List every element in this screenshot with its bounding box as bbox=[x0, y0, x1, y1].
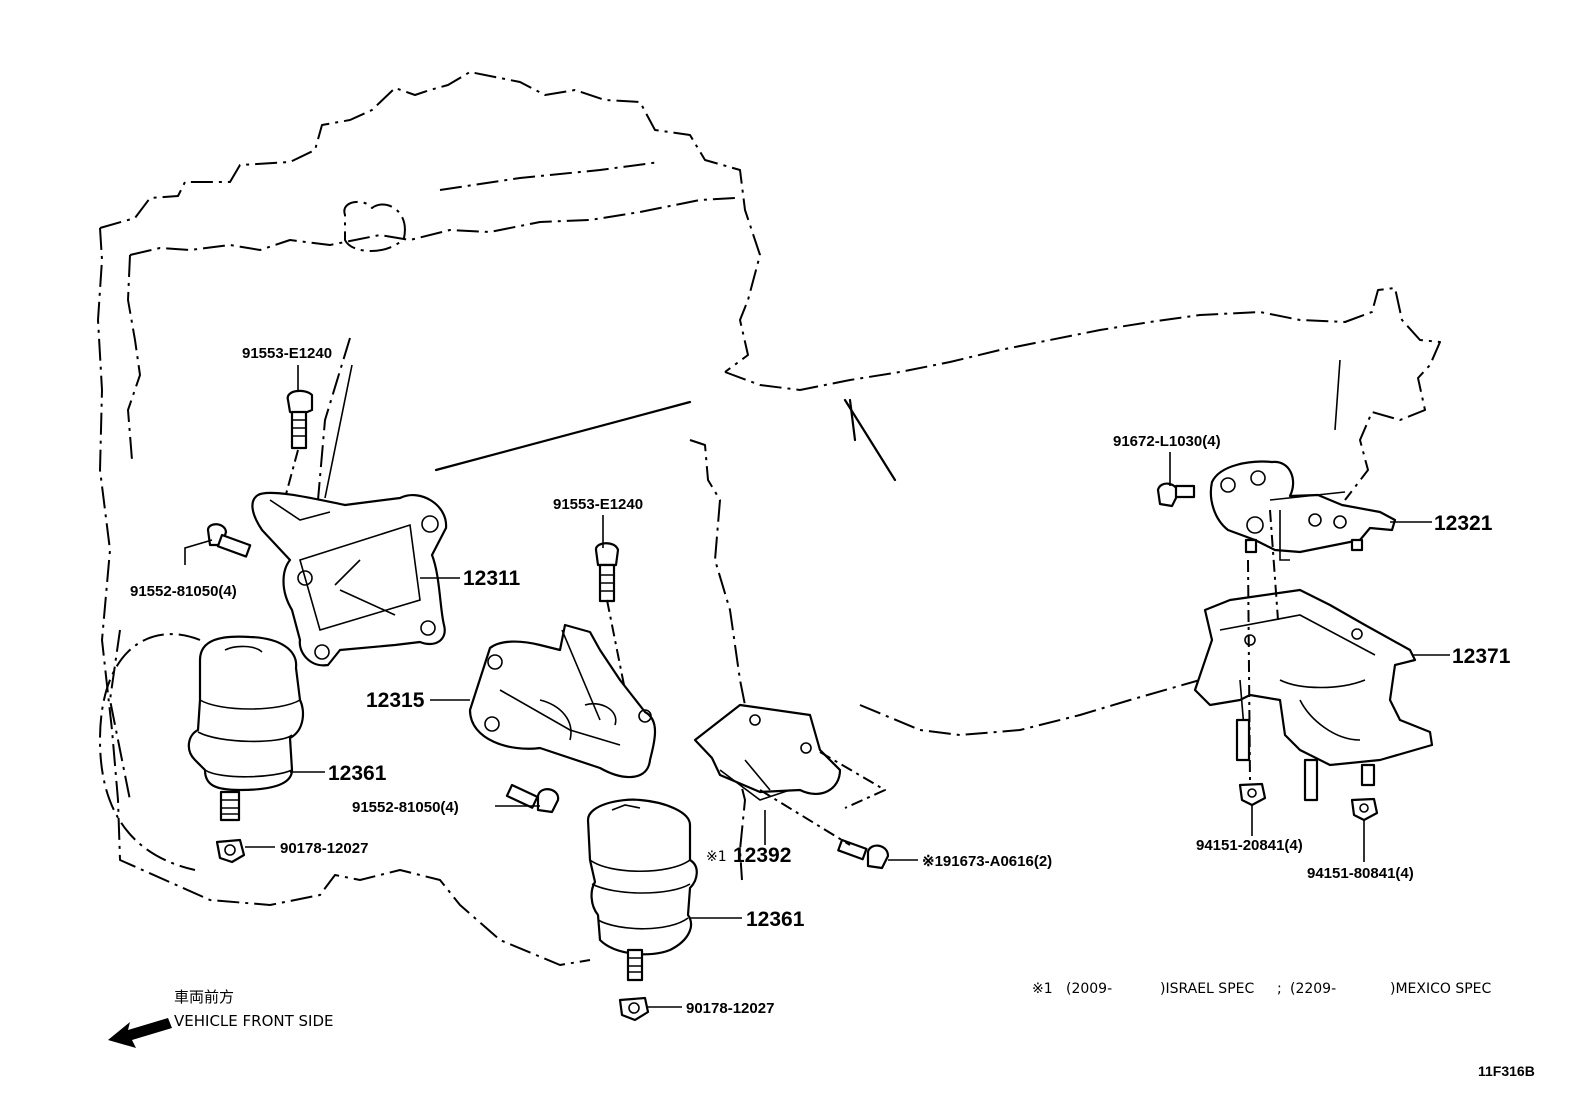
footnote-israel-spec: )ISRAEL SPEC bbox=[1160, 981, 1254, 997]
label-12361-center: 12361 bbox=[746, 908, 805, 931]
label-12392-prefix: ※1 bbox=[706, 849, 727, 865]
label-12311: 12311 bbox=[463, 567, 521, 590]
mount-12371[interactable] bbox=[1193, 509, 1434, 802]
footnote-israel-from: (2009- bbox=[1066, 981, 1112, 997]
footnote: ※1 (2009- )ISRAEL SPEC ; (2209- )MEXICO … bbox=[1032, 981, 1492, 997]
engine-block-outline bbox=[97, 71, 761, 966]
nut-94151-80841[interactable] bbox=[1350, 797, 1379, 822]
leader-lines bbox=[184, 364, 1450, 1008]
label-12361-left: 12361 bbox=[328, 762, 387, 785]
nut-94151-20841[interactable] bbox=[1238, 782, 1267, 807]
footnote-mexico-spec: )MEXICO SPEC bbox=[1390, 981, 1492, 997]
vehicle-front-legend: 車両前方 VEHICLE FRONT SIDE bbox=[108, 988, 334, 1048]
bracket-12315[interactable] bbox=[468, 623, 657, 779]
part-labels: 91553-E1240 12311 91552-81050(4) 12361 9… bbox=[130, 345, 1511, 1017]
label-12315: 12315 bbox=[366, 689, 425, 712]
label-nut-94151-80841: 94151-80841(4) bbox=[1307, 865, 1414, 882]
front-direction-arrow-icon bbox=[108, 1018, 172, 1048]
label-bolt-91553-left: 91553-E1240 bbox=[242, 345, 332, 362]
bracket-12321[interactable] bbox=[1209, 460, 1397, 561]
label-12371: 12371 bbox=[1452, 645, 1511, 668]
label-bolt-91672: 91672-L1030(4) bbox=[1113, 433, 1221, 450]
label-bolt-91553-center: 91553-E1240 bbox=[553, 496, 643, 513]
legend-front-en: VEHICLE FRONT SIDE bbox=[174, 1012, 334, 1030]
bolt-91552-center[interactable] bbox=[505, 783, 560, 814]
bolt-91553-center[interactable] bbox=[594, 542, 626, 691]
footnote-separator: ; bbox=[1277, 981, 1282, 997]
label-bolt-91552-center: 91552-81050(4) bbox=[352, 799, 459, 816]
bracket-12311[interactable] bbox=[251, 491, 448, 667]
legend-front-jp: 車両前方 bbox=[174, 988, 234, 1006]
label-12321: 12321 bbox=[1434, 512, 1493, 535]
transmission-outline bbox=[689, 287, 1441, 881]
bolt-91552-left[interactable] bbox=[206, 523, 252, 558]
label-12392: 12392 bbox=[733, 844, 791, 867]
footnote-mexico-from: (2209- bbox=[1290, 981, 1336, 997]
mount-insulator-12361-center[interactable] bbox=[586, 798, 698, 982]
bolt-91673[interactable] bbox=[759, 789, 890, 870]
bolt-91553-left[interactable] bbox=[284, 389, 314, 499]
label-bolt-91552-left: 91552-81050(4) bbox=[130, 583, 237, 600]
illustration-code: 11F316B bbox=[1478, 1063, 1535, 1079]
bolt-91672[interactable] bbox=[1156, 482, 1196, 508]
label-nut-94151-20841: 94151-20841(4) bbox=[1196, 837, 1303, 854]
label-nut-90178-left: 90178-12027 bbox=[280, 840, 368, 857]
label-bolt-91673: ※191673-A0616(2) bbox=[922, 853, 1052, 870]
nut-90178-center[interactable] bbox=[618, 996, 650, 1022]
mount-insulator-12361-left[interactable] bbox=[187, 635, 305, 822]
nut-90178-left[interactable] bbox=[215, 838, 246, 864]
label-nut-90178-center: 90178-12027 bbox=[686, 1000, 774, 1017]
footnote-mark: ※1 bbox=[1032, 981, 1053, 997]
bracket-12392[interactable] bbox=[693, 703, 886, 809]
